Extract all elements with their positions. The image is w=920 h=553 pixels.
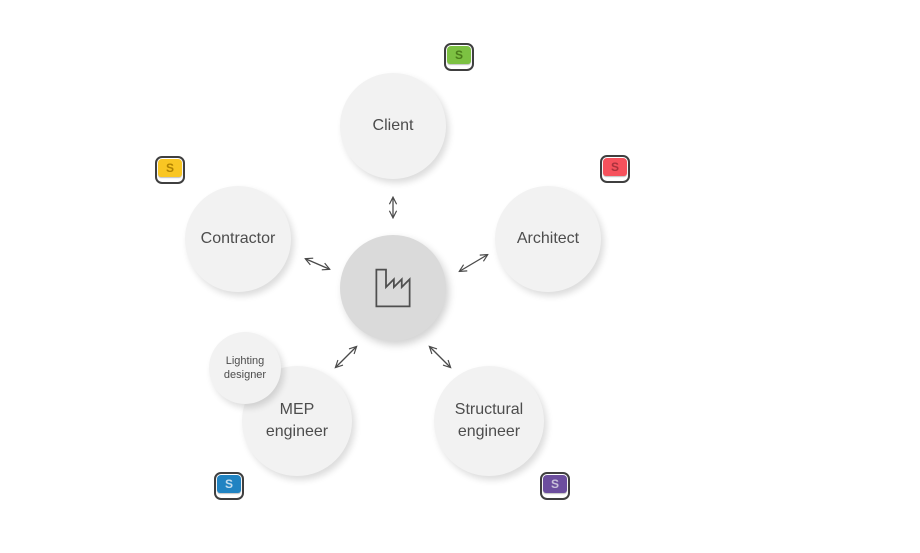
s-key-badge-architect-letter: S (610, 160, 619, 174)
node-client-label: Client (372, 117, 414, 135)
s-key-badge-client-key: S (447, 46, 471, 64)
node-lighting-designer: Lighting designer (209, 332, 281, 404)
node-lighting-designer-label: Lighting designer (223, 354, 267, 381)
s-key-badge-structural-engineer-key: S (543, 475, 567, 493)
s-key-badge-structural-engineer: S (540, 472, 570, 500)
node-contractor-label: Contractor (200, 230, 276, 248)
arrow-hub-architect (460, 255, 487, 271)
arrow-hub-mep (336, 347, 356, 367)
arrow-hub-structural (430, 347, 450, 367)
node-architect: Architect (495, 186, 601, 292)
node-architect-label: Architect (516, 230, 580, 248)
node-structural-engineer: Structural engineer (434, 366, 544, 476)
s-key-badge-architect: S (600, 155, 630, 183)
s-key-badge-structural-engineer-letter: S (550, 477, 559, 491)
s-key-badge-architect-key: S (603, 158, 627, 176)
node-hub (340, 235, 446, 341)
s-key-badge-mep-engineer-letter: S (224, 477, 233, 491)
node-mep-engineer-label: MEP engineer (265, 401, 329, 440)
s-key-badge-mep-engineer-key: S (217, 475, 241, 493)
factory-icon (370, 267, 416, 309)
s-key-badge-contractor-letter: S (165, 161, 174, 175)
node-structural-engineer-label: Structural engineer (454, 401, 524, 440)
node-contractor: Contractor (185, 186, 291, 292)
arrow-hub-contractor (306, 259, 329, 269)
node-client: Client (340, 73, 446, 179)
s-key-badge-mep-engineer: S (214, 472, 244, 500)
s-key-badge-contractor: S (155, 156, 185, 184)
s-key-badge-contractor-key: S (158, 159, 182, 177)
s-key-badge-client: S (444, 43, 474, 71)
s-key-badge-client-letter: S (454, 48, 463, 62)
